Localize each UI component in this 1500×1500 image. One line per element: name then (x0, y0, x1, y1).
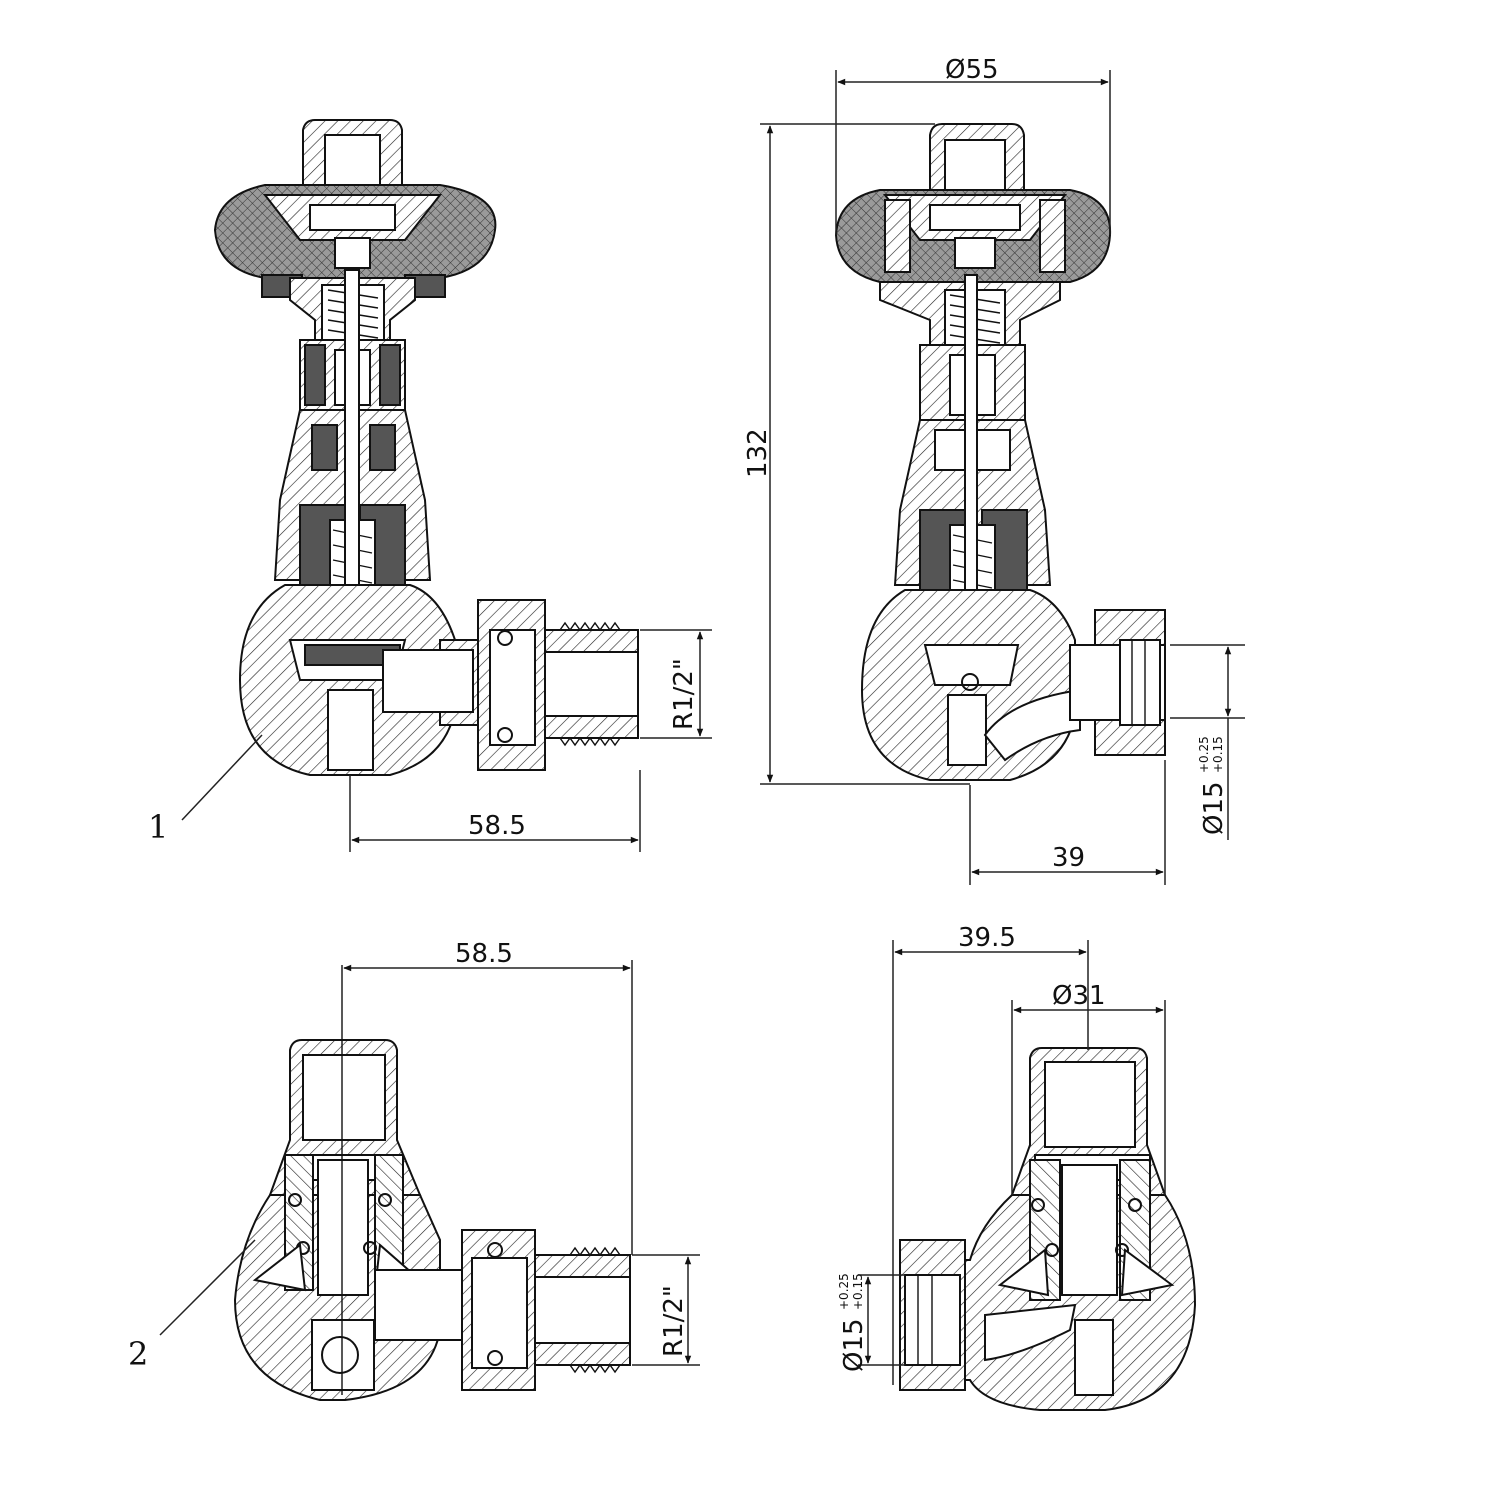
dimension-offset-a: 58.5 (349, 770, 641, 852)
dimension-offset-c: 58.5 (343, 939, 633, 1255)
svg-text:58.5: 58.5 (468, 811, 526, 841)
valve-section-view-4 (899, 1047, 1197, 1411)
svg-text:58.5: 58.5 (455, 939, 513, 969)
svg-text:+0.15: +0.15 (851, 1273, 865, 1310)
dimension-offset-d: 39.5 (892, 923, 1089, 1385)
leader-label-2: 2 (128, 1335, 148, 1373)
dimension-thread-b: R1/2" (632, 1254, 700, 1366)
svg-text:Ø15: Ø15 (1199, 781, 1229, 835)
svg-text:+0.25: +0.25 (837, 1273, 851, 1310)
leader-label-1: 1 (148, 808, 168, 846)
svg-text:R1/2": R1/2" (659, 1285, 689, 1357)
dimension-thread-a: R1/2" (640, 629, 712, 739)
svg-text:Ø55: Ø55 (945, 55, 999, 85)
dimension-handle-diameter: Ø55 (835, 55, 1111, 235)
svg-text:Ø15: Ø15 (839, 1318, 869, 1372)
valve-section-view-3 (233, 1039, 631, 1401)
svg-text:132: 132 (743, 428, 773, 478)
dimension-pipe-a: Ø15 +0.25 +0.15 (1170, 644, 1245, 840)
svg-text:39.5: 39.5 (958, 923, 1016, 953)
dimension-offset-b: 39 (969, 760, 1166, 885)
svg-text:39: 39 (1052, 843, 1085, 873)
svg-text:+0.25: +0.25 (1197, 736, 1211, 773)
valve-section-view-2 (834, 123, 1166, 781)
svg-text:R1/2": R1/2" (669, 658, 699, 730)
dimension-cap-diameter: Ø31 (1011, 981, 1166, 1195)
svg-text:+0.15: +0.15 (1211, 736, 1225, 773)
dimension-pipe-b: Ø15 +0.25 +0.15 (837, 1273, 905, 1372)
svg-text:Ø31: Ø31 (1052, 981, 1106, 1011)
dimension-overall-height: 132 (743, 123, 970, 785)
valve-section-view-1 (213, 119, 639, 776)
